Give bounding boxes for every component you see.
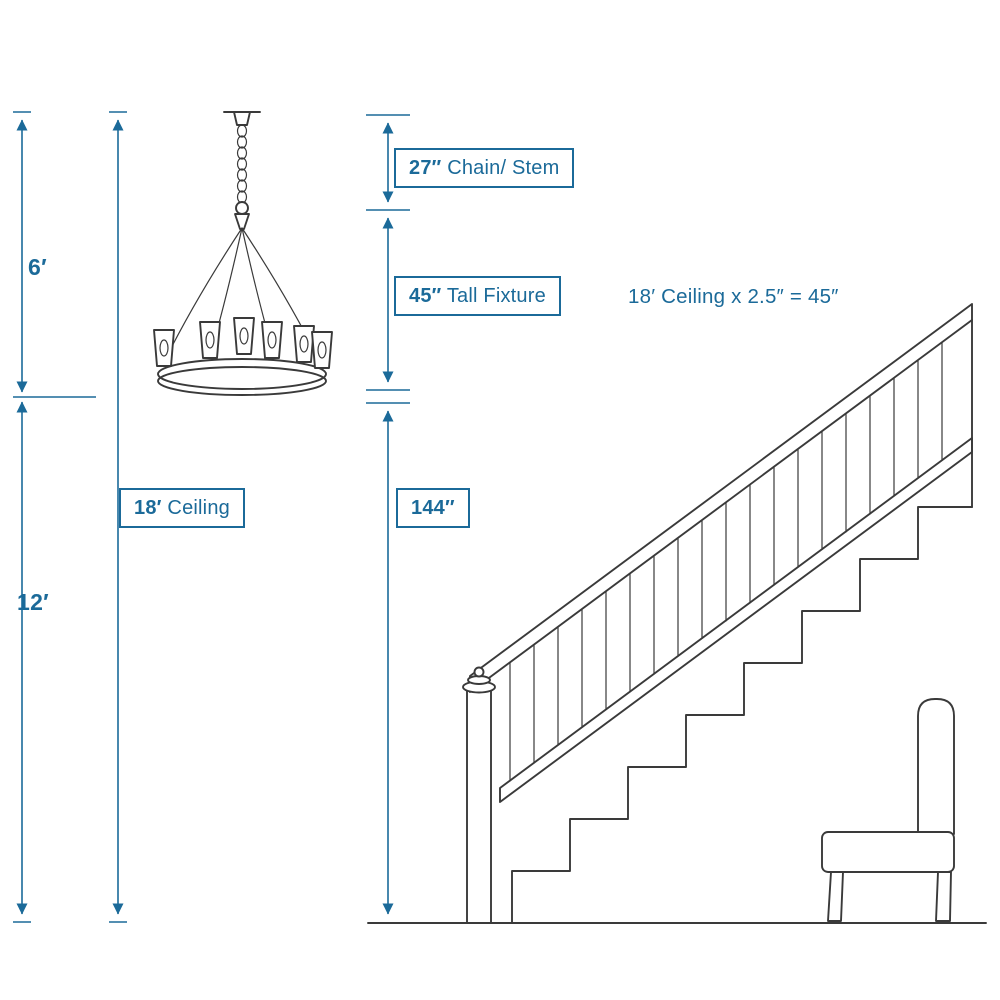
tall-fixture-value: 45″: [409, 285, 442, 307]
chair-sketch: [821, 698, 955, 922]
balusters: [509, 341, 943, 782]
hub-collar: [234, 213, 250, 230]
formula-text: 18′ Ceiling x 2.5″ = 45″: [628, 285, 839, 308]
dimension-lines: [13, 111, 410, 923]
chain-stem-label: Chain/ Stem: [447, 157, 560, 179]
callout-chain-stem: 27″ Chain/ Stem: [394, 148, 575, 188]
candle-lights: [153, 317, 333, 369]
canopy: [233, 111, 251, 126]
ceiling-label: Ceiling: [167, 497, 230, 519]
newel-post: [462, 666, 496, 923]
chain: [236, 124, 248, 204]
callout-tall-fixture: 45″ Tall Fixture: [394, 276, 561, 316]
callout-drop-height: 144″: [396, 488, 470, 528]
dim-label-6ft: 6′: [28, 254, 47, 280]
chair-front-leg: [827, 871, 844, 922]
ring: [157, 358, 327, 396]
hub-ball: [235, 201, 249, 215]
ceiling-value: 18′: [134, 497, 162, 519]
chandelier-sketch: [153, 111, 333, 396]
drop-height-value: 144″: [411, 497, 455, 519]
chain-stem-value: 27″: [409, 157, 442, 179]
chair-seat: [821, 831, 955, 873]
chair-back-leg: [935, 871, 952, 922]
chair-back: [917, 698, 955, 835]
tall-fixture-label: Tall Fixture: [446, 285, 546, 307]
dim-label-12ft: 12′: [17, 589, 49, 615]
staircase-sketch: [462, 303, 973, 924]
steps: [511, 506, 973, 924]
callout-ceiling-height: 18′ Ceiling: [119, 488, 245, 528]
